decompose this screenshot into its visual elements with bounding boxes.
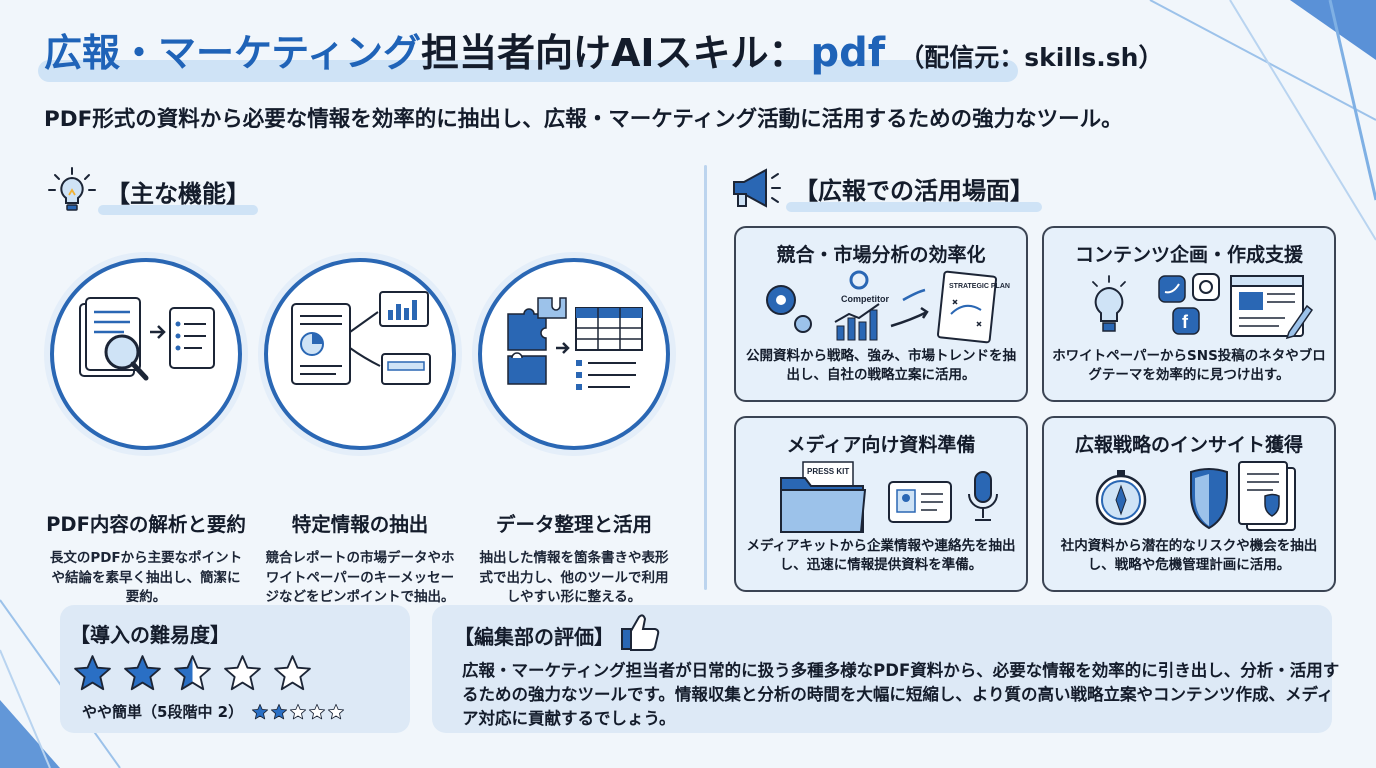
title-highlight (38, 60, 1018, 82)
feature-item: PDF内容の解析と要約 長文のPDFから主要なポイントや結論を素早く抽出し、簡潔… (46, 258, 246, 608)
title-part-1: 広報・マーケティング (44, 31, 421, 75)
usecase-card: 競合・市場分析の効率化 Competitor STRATEGIC PLAN 公開… (734, 226, 1028, 402)
content-planning-icon: f (1092, 273, 1314, 340)
title-part-3: pdf (810, 30, 886, 76)
star-icon (174, 655, 211, 691)
lightbulb-icon (48, 167, 96, 211)
press-kit-icon: PRESS KIT (780, 461, 998, 533)
feature-title: 特定情報の抽出 (291, 513, 429, 536)
puzzle-table-icon (507, 297, 643, 390)
star-icon (328, 703, 345, 719)
difficulty-text: やや簡単（5段階中 2） (82, 703, 244, 721)
page-title: 広報・マーケティング 担当者向けAIスキル： pdf （配信元：skills.s… (44, 22, 1163, 77)
usecase-card: 広報戦略のインサイト獲得 社内資料から潜在的なリスクや機会を抽出し、戦略や危機管… (1042, 416, 1336, 592)
section-divider (704, 165, 707, 590)
title-part-2: 担当者向けAIスキル： (420, 31, 807, 75)
card-title: 競合・市場分析の効率化 (776, 244, 986, 266)
feature-description: 抽出した情報を箇条書きや表形式で出力し、他のツールで利用しやすい形に整える。 (479, 550, 669, 606)
usecases-heading-label: 【広報での活用場面】 (786, 171, 1042, 212)
difficulty-panel: 【導入の難易度】 やや簡単（5段階中 2） (60, 605, 410, 733)
card-description: 社内資料から潜在的なリスクや機会を抽出し、戦略や危機管理計画に活用。 (1060, 538, 1318, 573)
features-heading: 【主な機能】 (46, 165, 258, 217)
feature-item: データ整理と活用 抽出した情報を箇条書きや表形式で出力し、他のツールで利用しやす… (474, 258, 674, 608)
card-description: 公開資料から戦略、強み、市場トレンドを抽出し、自社の戦略立案に活用。 (746, 348, 1016, 383)
feature-title: PDF内容の解析と要約 (46, 513, 246, 536)
star-icon (124, 655, 161, 691)
thumbs-up-icon (621, 614, 660, 651)
star-icon (74, 655, 111, 691)
star-icon (271, 703, 288, 719)
difficulty-label: やや簡単（5段階中 2） (82, 701, 345, 722)
review-text: 広報・マーケティング担当者が日常的に扱う多種多様なPDF資料から、必要な情報を効… (462, 661, 1340, 728)
star-icon (252, 703, 269, 719)
title-source: （配信元：skills.sh） (899, 43, 1164, 72)
megaphone-icon (733, 168, 781, 208)
document-extract-icon (291, 291, 431, 385)
review-heading: 【編集部の評価】 (454, 614, 662, 651)
press-kit-label: PRESS KIT (807, 467, 849, 476)
feature-circle (264, 258, 456, 450)
feature-title: データ整理と活用 (495, 513, 652, 536)
page-subtitle: PDF形式の資料から必要な情報を効率的に抽出し、広報・マーケティング活動に活用す… (44, 107, 1123, 132)
usecase-card: メディア向け資料準備 PRESS KIT メディアキットから企業情報や連絡先を抽… (734, 416, 1028, 592)
review-panel: 【編集部の評価】 広報・マーケティング担当者が日常的に扱う多種多様なPDF資料か… (432, 605, 1339, 733)
review-heading-label: 【編集部の評価】 (454, 624, 614, 649)
usecases-heading: 【広報での活用場面】 (728, 164, 1042, 212)
card-description: メディアキットから企業情報や連絡先を抽出し、迅速に情報提供資料を準備。 (746, 538, 1016, 573)
mini-rating-stars (251, 703, 345, 721)
difficulty-heading: 【導入の難易度】 (70, 623, 230, 647)
card-description: ホワイトペーパーからSNS投稿のネタやブログテーマを効率的に見つけ出す。 (1052, 348, 1326, 383)
features-heading-label: 【主な機能】 (98, 174, 258, 215)
competitor-analysis-icon: Competitor STRATEGIC PLAN (766, 270, 1010, 344)
card-title: コンテンツ企画・作成支援 (1074, 244, 1303, 266)
card-title: 広報戦略のインサイト獲得 (1074, 434, 1303, 456)
feature-circle (50, 258, 242, 450)
feature-circle (478, 258, 670, 450)
strategic-plan-label: STRATEGIC PLAN (949, 283, 1010, 290)
competitor-label: Competitor (841, 294, 889, 304)
document-magnifier-icon (79, 297, 215, 381)
compass-shield-icon (1095, 461, 1296, 531)
star-icon (290, 703, 307, 719)
star-icon (224, 655, 261, 691)
star-icon (309, 703, 326, 719)
card-title: メディア向け資料準備 (786, 434, 976, 456)
svg-text:f: f (1182, 312, 1189, 332)
feature-description: 長文のPDFから主要なポイントや結論を素早く抽出し、簡潔に要約。 (49, 550, 243, 606)
usecase-card: コンテンツ企画・作成支援 f ホワイトペーパーからSNS投稿のネタやブログテーマ… (1042, 226, 1336, 402)
star-icon (274, 655, 311, 691)
rating-stars (72, 653, 313, 694)
feature-description: 競合レポートの市場データやホワイトペーパーのキーメッセージなどをピンポイントで抽… (265, 550, 455, 606)
feature-item: 特定情報の抽出 競合レポートの市場データやホワイトペーパーのキーメッセージなどを… (260, 258, 460, 608)
